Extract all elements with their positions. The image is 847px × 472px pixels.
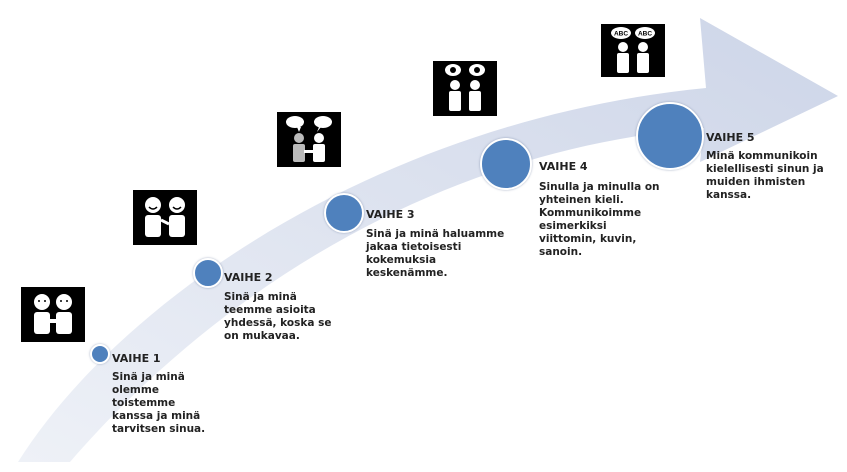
two-smiling-people-icon <box>133 190 197 245</box>
stage-2-title: VAIHE 2 <box>224 271 273 284</box>
abc-label-left: ABC <box>614 31 628 38</box>
stage-5-text: Minä kommunikoin kielellisesti sinun ja … <box>706 150 824 201</box>
stage-2-circle <box>193 258 223 288</box>
stage-1-title: VAIHE 1 <box>112 352 161 365</box>
stage-1-circle <box>90 344 110 364</box>
people-abc-bubbles-icon: ABC ABC <box>601 24 665 77</box>
stage-5-circle <box>636 102 704 170</box>
stage-4-title: VAIHE 4 <box>539 160 588 173</box>
people-eye-bubbles-icon <box>433 61 497 116</box>
stage-3-text: Sinä ja minä haluamme jakaa tietoisesti … <box>366 228 505 279</box>
stage-2-text: Sinä ja minä teemme asioita yhdessä, kos… <box>224 291 332 342</box>
abc-label-right: ABC <box>638 31 652 38</box>
people-speech-bubbles-icon <box>277 112 341 167</box>
stage-5-title: VAIHE 5 <box>706 131 755 144</box>
stage-4-text: Sinulla ja minulla on yhteinen kieli. Ko… <box>539 181 660 258</box>
stage-3-title: VAIHE 3 <box>366 208 415 221</box>
stage-1-text: Sinä ja minä olemme toistemme kanssa ja … <box>112 371 206 435</box>
stage-3-circle <box>324 193 364 233</box>
two-people-icon <box>21 287 85 342</box>
stage-4-circle <box>480 138 532 190</box>
